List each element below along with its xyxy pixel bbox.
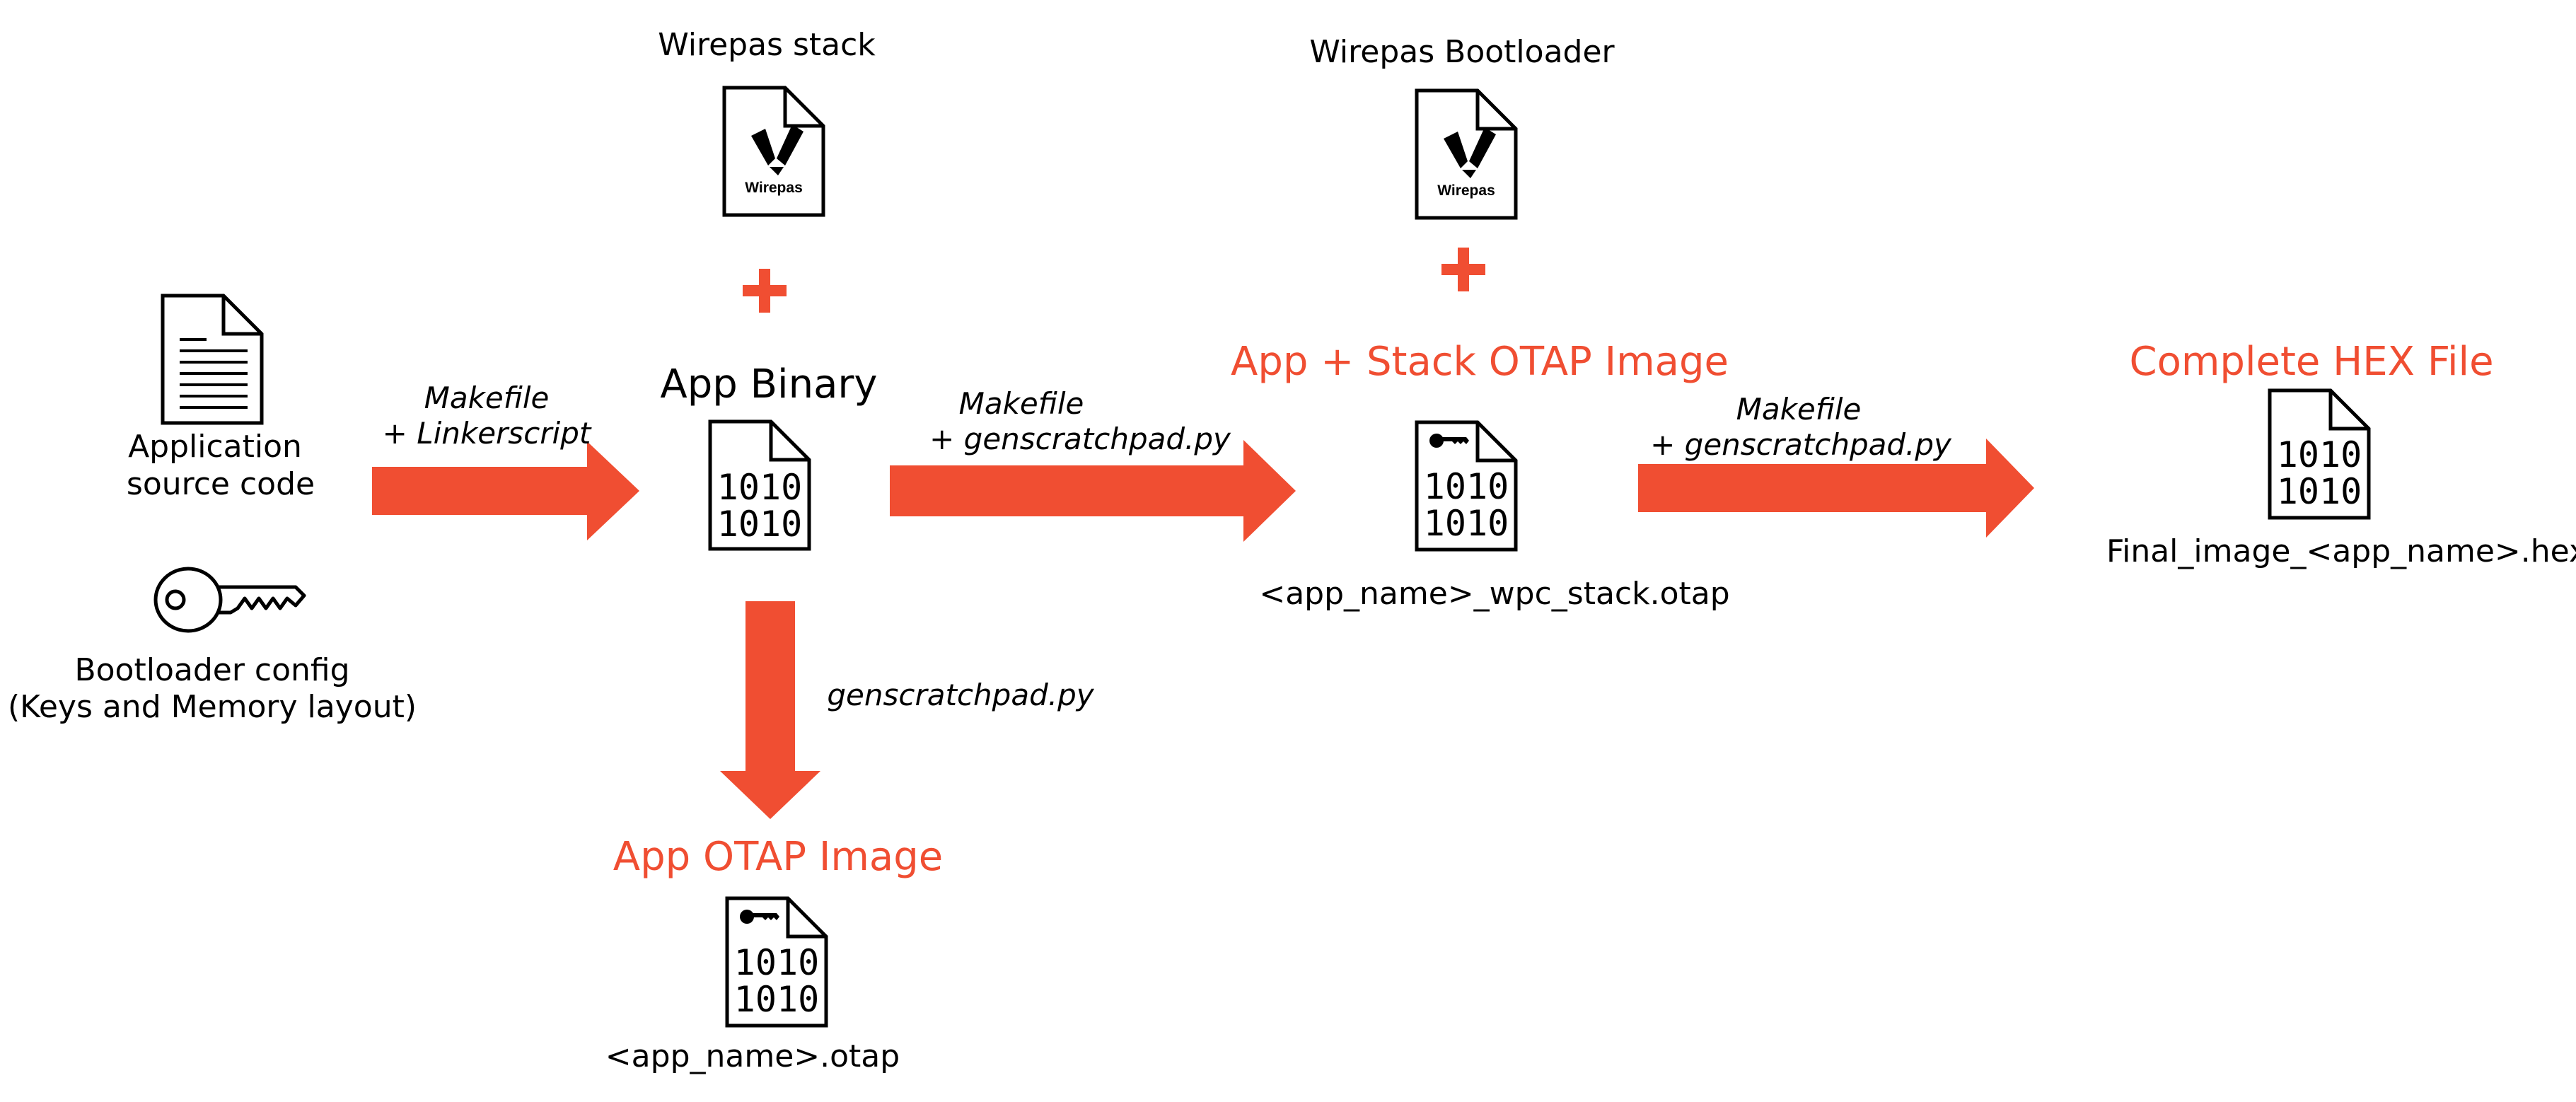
encrypted-binary-file-icon [1417,422,1516,550]
app-binary-title: App Binary [660,361,878,407]
arrow-label: + genscratchpad.py [1650,427,1951,462]
wpc-stack-filename: <app_name>_wpc_stack.otap [1259,576,1730,612]
final-image-filename: Final_image_<app_name>.hex [2106,533,2576,569]
wirepas-file-icon [724,88,823,215]
arrow-down [720,601,820,819]
wirepas-bootloader-label: Wirepas Bootloader [1309,34,1615,70]
complete-hex-title: Complete HEX File [2129,339,2494,385]
arrow-label: Makefile [1736,392,1862,427]
app-stack-otap-title: App + Stack OTAP Image [1231,339,1729,385]
arrow-right [372,441,639,540]
key-icon [153,567,306,633]
binary-digits: 1010 [1424,503,1509,544]
bootloader-config-label: Bootloader config [74,652,350,688]
binary-digits: 1010 [717,504,802,545]
arrow-right [890,440,1296,542]
arrow-label: genscratchpad.py [827,678,1094,712]
arrow-label: Makefile [958,386,1084,421]
bootloader-config-label: (Keys and Memory layout) [8,689,417,725]
app-source-label: Application [128,429,302,465]
arrow-label: + genscratchpad.py [929,422,1231,456]
encrypted-binary-file-icon [727,898,826,1026]
arrow-label: Makefile [424,381,550,415]
binary-digits: 1010 [734,942,819,983]
wirepas-stack-label: Wirepas stack [658,27,876,63]
wirepas-logo-text: Wirepas [1437,182,1495,199]
binary-digits: 1010 [2277,434,2362,475]
wirepas-file-icon [1417,91,1516,218]
app-source-label: source code [126,466,315,502]
arrow-label: + Linkerscript [382,416,591,451]
binary-digits: 1010 [717,467,802,508]
binary-digits: 1010 [1424,466,1509,507]
binary-digits: 1010 [734,979,819,1020]
plus-icon [1441,248,1485,291]
arrow-right [1638,439,2034,538]
otap-filename: <app_name>.otap [605,1038,900,1074]
app-otap-title: App OTAP Image [613,834,944,880]
plus-icon [743,269,787,313]
binary-digits: 1010 [2277,471,2362,512]
document-icon [163,296,262,423]
wirepas-logo-text: Wirepas [745,180,803,196]
